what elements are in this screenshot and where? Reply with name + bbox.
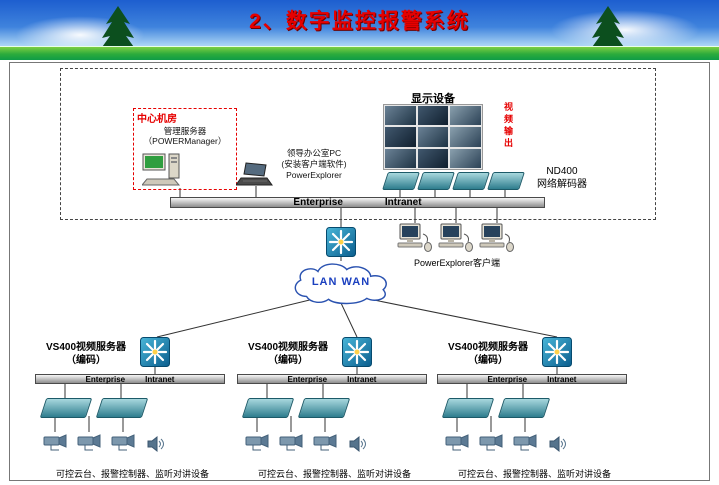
- vs400-label: VS400视频服务器 （编码）: [437, 342, 539, 367]
- bus-word-enterprise: Enterprise: [287, 374, 328, 384]
- bus-word-enterprise: Enterprise: [85, 374, 126, 384]
- client-pcs-label: PowerExplorer客户端: [413, 258, 501, 268]
- camera-icon: [43, 434, 67, 451]
- intercom-speaker-icon: [349, 435, 366, 453]
- branch-bus: Enterprise Intranet: [237, 374, 427, 384]
- network-decoder-icon: [382, 172, 420, 190]
- video-server-icon: [39, 398, 93, 418]
- branch-caption: 可控云台、报警控制器、监听对讲设备: [55, 469, 209, 479]
- client-pc-icon: [479, 223, 514, 252]
- branch-caption: 可控云台、报警控制器、监听对讲设备: [457, 469, 611, 479]
- vs400-title: VS400视频服务器: [45, 342, 127, 353]
- bus-word-enterprise: Enterprise: [487, 374, 528, 384]
- monitor-cell: [417, 106, 449, 126]
- client-pc-icon: [438, 223, 473, 252]
- vs400-sub: （编码）: [268, 354, 308, 366]
- decoder-label: ND400 网络解码器: [525, 166, 599, 191]
- vs400-label: VS400视频服务器 （编码）: [237, 342, 339, 367]
- camera-icon: [279, 434, 303, 451]
- intercom-speaker-icon: [147, 435, 164, 453]
- network-decoder-icon: [417, 172, 455, 190]
- cloud-icon: [294, 263, 387, 305]
- network-decoder-icon: [452, 172, 490, 190]
- branch-middle: VS400视频服务器 （编码） Enterprise Intranet: [237, 337, 437, 485]
- camera-icon: [245, 434, 269, 451]
- bus-word-intranet: Intranet: [384, 197, 422, 208]
- header-banner: 2、数字监控报警系统: [0, 0, 719, 60]
- center-room-title: 中心机房: [137, 114, 177, 125]
- leader-pc-line1: 领导办公室PC: [286, 148, 342, 158]
- bus-word-enterprise: Enterprise: [293, 197, 343, 208]
- vs400-title: VS400视频服务器: [247, 342, 329, 353]
- video-server-icon: [497, 398, 551, 418]
- branch-bus: Enterprise Intranet: [437, 374, 627, 384]
- video-server-icon: [297, 398, 351, 418]
- camera-icon: [479, 434, 503, 451]
- camera-icon: [111, 434, 135, 451]
- grass-band: [0, 46, 719, 60]
- server-label-line1: 管理服务器: [163, 126, 207, 136]
- monitor-wall: [383, 104, 483, 170]
- camera-icon: [445, 434, 469, 451]
- camera-icon: [513, 434, 537, 451]
- decoder-label-line1: ND400: [546, 166, 578, 177]
- video-server-icon: [95, 398, 149, 418]
- branch-switch-icon: [542, 337, 572, 367]
- bus-word-intranet: Intranet: [145, 374, 175, 384]
- video-server-icon: [241, 398, 295, 418]
- monitor-cell: [450, 127, 481, 147]
- leader-pc-line2: (安装客户端软件): [281, 159, 347, 170]
- vs400-sub: （编码）: [468, 354, 508, 366]
- monitor-cell: [385, 148, 416, 168]
- client-pc-icon: [397, 223, 432, 252]
- camera-icon: [77, 434, 101, 451]
- network-decoder-icon: [487, 172, 525, 190]
- intercom-speaker-icon: [549, 435, 566, 453]
- display-devices-label: 显示设备: [411, 93, 455, 105]
- bus-word-intranet: Intranet: [347, 374, 377, 384]
- decoder-label-line2: 网络解码器: [537, 178, 587, 190]
- branch-switch-icon: [140, 337, 170, 367]
- branch-left: VS400视频服务器 （编码） Enterprise Intranet: [35, 337, 235, 485]
- leader-pc-line3: PowerExplorer: [286, 170, 342, 181]
- video-output-label: 视频输出: [503, 102, 513, 150]
- cloud-decoration: [550, 10, 700, 50]
- branch-bus: Enterprise Intranet: [35, 374, 225, 384]
- bus-word-intranet: Intranet: [547, 374, 577, 384]
- management-server-icon: [142, 153, 181, 186]
- lan-wan-cloud: LAN WAN: [281, 260, 401, 306]
- camera-icon: [313, 434, 337, 451]
- laptop-icon: [236, 162, 273, 186]
- monitor-cell: [450, 148, 481, 168]
- video-server-icon: [441, 398, 495, 418]
- control-center-group: [60, 68, 656, 220]
- server-label-line2: （POWERManager）: [143, 136, 227, 147]
- monitor-cell: [417, 148, 449, 168]
- branch-caption: 可控云台、报警控制器、监听对讲设备: [257, 469, 411, 479]
- cloud-label: LAN WAN: [311, 276, 371, 288]
- branch-right: VS400视频服务器 （编码） Enterprise Intranet: [437, 337, 637, 485]
- core-switch-icon: [326, 227, 356, 257]
- monitor-cell: [417, 127, 449, 147]
- page-title: 2、数字监控报警系统: [249, 10, 470, 33]
- center-room-box: 中心机房 管理服务器 （POWERManager）: [133, 108, 237, 190]
- monitor-cell: [450, 106, 481, 126]
- vs400-label: VS400视频服务器 （编码）: [35, 342, 137, 367]
- branch-switch-icon: [342, 337, 372, 367]
- diagram-area: 中心机房 管理服务器 （POWERManager） 领导办公室PC (安装客户端…: [0, 60, 719, 485]
- vs400-sub: （编码）: [66, 354, 106, 366]
- enterprise-intranet-bus: Enterprise Intranet: [170, 197, 545, 208]
- monitor-cell: [385, 106, 416, 126]
- leader-pc-caption: 领导办公室PC (安装客户端软件) PowerExplorer: [258, 148, 370, 181]
- monitor-cell: [385, 127, 416, 147]
- vs400-title: VS400视频服务器: [447, 342, 529, 353]
